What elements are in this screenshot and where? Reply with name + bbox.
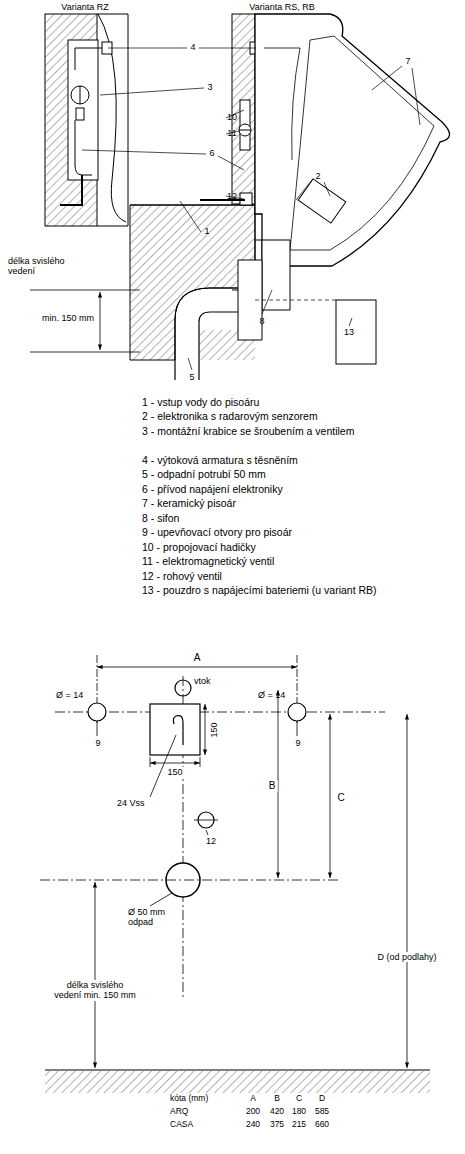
label: A xyxy=(250,1094,256,1104)
label: 9 xyxy=(295,738,300,748)
dimension-top xyxy=(30,290,140,352)
label: 5 xyxy=(189,372,194,382)
label: 150 xyxy=(165,767,184,777)
label: 11 xyxy=(227,128,236,138)
variant-rz xyxy=(45,14,128,226)
label: Ø = 14 xyxy=(56,690,83,700)
legend-entry: 2 - elektronika s radarovým senzorem xyxy=(142,410,318,422)
label: min. 150 mm xyxy=(40,313,96,323)
legend-entry: 12 - rohový ventil xyxy=(142,570,222,582)
layout-drawing xyxy=(40,655,430,1093)
legend-entry: 5 - odpadní potrubí 50 mm xyxy=(142,468,266,480)
label: ARQ xyxy=(170,1107,188,1117)
label: 2 xyxy=(315,171,320,181)
label: 180 xyxy=(292,1107,306,1117)
label: C xyxy=(296,1094,302,1104)
label: 24 Vss xyxy=(117,798,145,808)
legend-entry: 11 - elektromagnetický ventil xyxy=(142,555,274,567)
label: 3 xyxy=(207,82,212,92)
label: C xyxy=(335,792,346,804)
legend-entry: 1 - vstup vody do pisoáru xyxy=(142,396,259,408)
label: B xyxy=(274,1094,280,1104)
legend-entry: 10 - propojovací hadičky xyxy=(142,541,256,553)
label: CASA xyxy=(170,1120,193,1130)
legend-entry: 7 - keramický pisoár xyxy=(142,497,236,509)
label: 1 xyxy=(204,226,209,236)
label: 585 xyxy=(315,1107,329,1117)
label: 150 xyxy=(209,720,219,739)
label: Ø 50 mm odpad xyxy=(128,907,186,928)
label: 660 xyxy=(315,1120,329,1130)
label: vtok xyxy=(194,676,211,686)
label: 12 xyxy=(227,191,237,201)
label: délka svislého vedení min. 150 mm xyxy=(51,980,139,1001)
label: 215 xyxy=(292,1120,306,1130)
label: Varianta RZ xyxy=(61,2,108,12)
legend-entry: 13 - pouzdro s napájecími bateriemi (u v… xyxy=(142,584,377,596)
label: kóta (mm) xyxy=(170,1094,208,1104)
label: 240 xyxy=(246,1120,260,1130)
label: 7 xyxy=(405,56,410,66)
label: 420 xyxy=(270,1107,284,1117)
label: D xyxy=(319,1094,325,1104)
label: 12 xyxy=(206,836,216,846)
label: 4 xyxy=(190,42,195,52)
label: 10 xyxy=(227,112,237,122)
leader-lines xyxy=(82,48,420,370)
label: 9 xyxy=(95,738,100,748)
label: A xyxy=(192,652,203,664)
label: B xyxy=(267,780,278,792)
label: Ø = 14 xyxy=(258,690,285,700)
legend-entry: 6 - přívod napájení elektroniky xyxy=(142,483,283,495)
label: 375 xyxy=(270,1120,284,1130)
legend-entry: 4 - výtoková armatura s těsněním xyxy=(142,454,298,466)
legend-entry: 3 - montážní krabice se šroubením a vent… xyxy=(142,425,371,437)
label: Varianta RS, RB xyxy=(249,2,314,12)
label: D (od podlahy) xyxy=(375,952,438,962)
label: 8 xyxy=(259,316,264,326)
legend-entry: 9 - upevňovací otvory pro pisoár xyxy=(142,526,292,538)
variant-rs-rb xyxy=(130,14,450,380)
label: 6 xyxy=(209,148,214,158)
label: 200 xyxy=(246,1107,260,1117)
label: délka svislého vedení xyxy=(8,256,80,277)
legend-entry: 8 - sifon xyxy=(142,512,179,524)
label: 13 xyxy=(344,327,354,337)
